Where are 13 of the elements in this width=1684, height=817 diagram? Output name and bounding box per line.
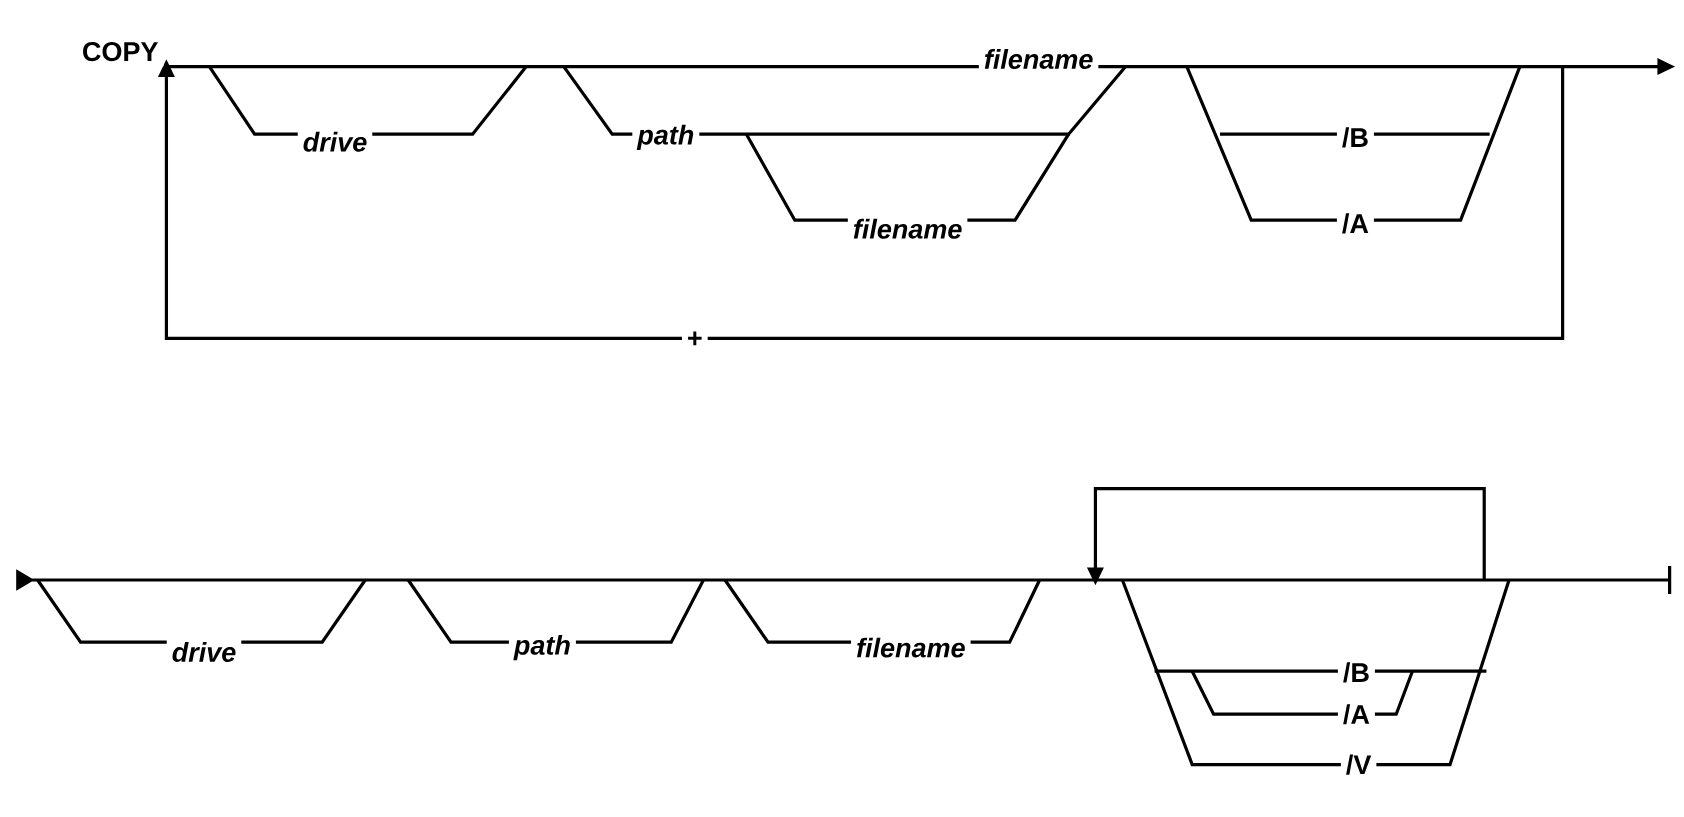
syntax-option: /A [1337,698,1375,730]
syntax-term: path [632,119,700,155]
syntax-term: filename [847,213,968,244]
syntax-option: /A [1336,208,1374,239]
syntax-option: /V [1340,749,1377,780]
syntax-term: filename [851,632,971,663]
syntax-option: /B [1336,122,1374,153]
syntax-option: /B [1337,657,1375,688]
command-keyword: COPY [76,36,164,66]
syntax-term: path [508,629,576,665]
syntax-term: drive [166,636,242,667]
syntax-term: filename [978,43,1099,74]
syntax-term: drive [297,126,373,157]
